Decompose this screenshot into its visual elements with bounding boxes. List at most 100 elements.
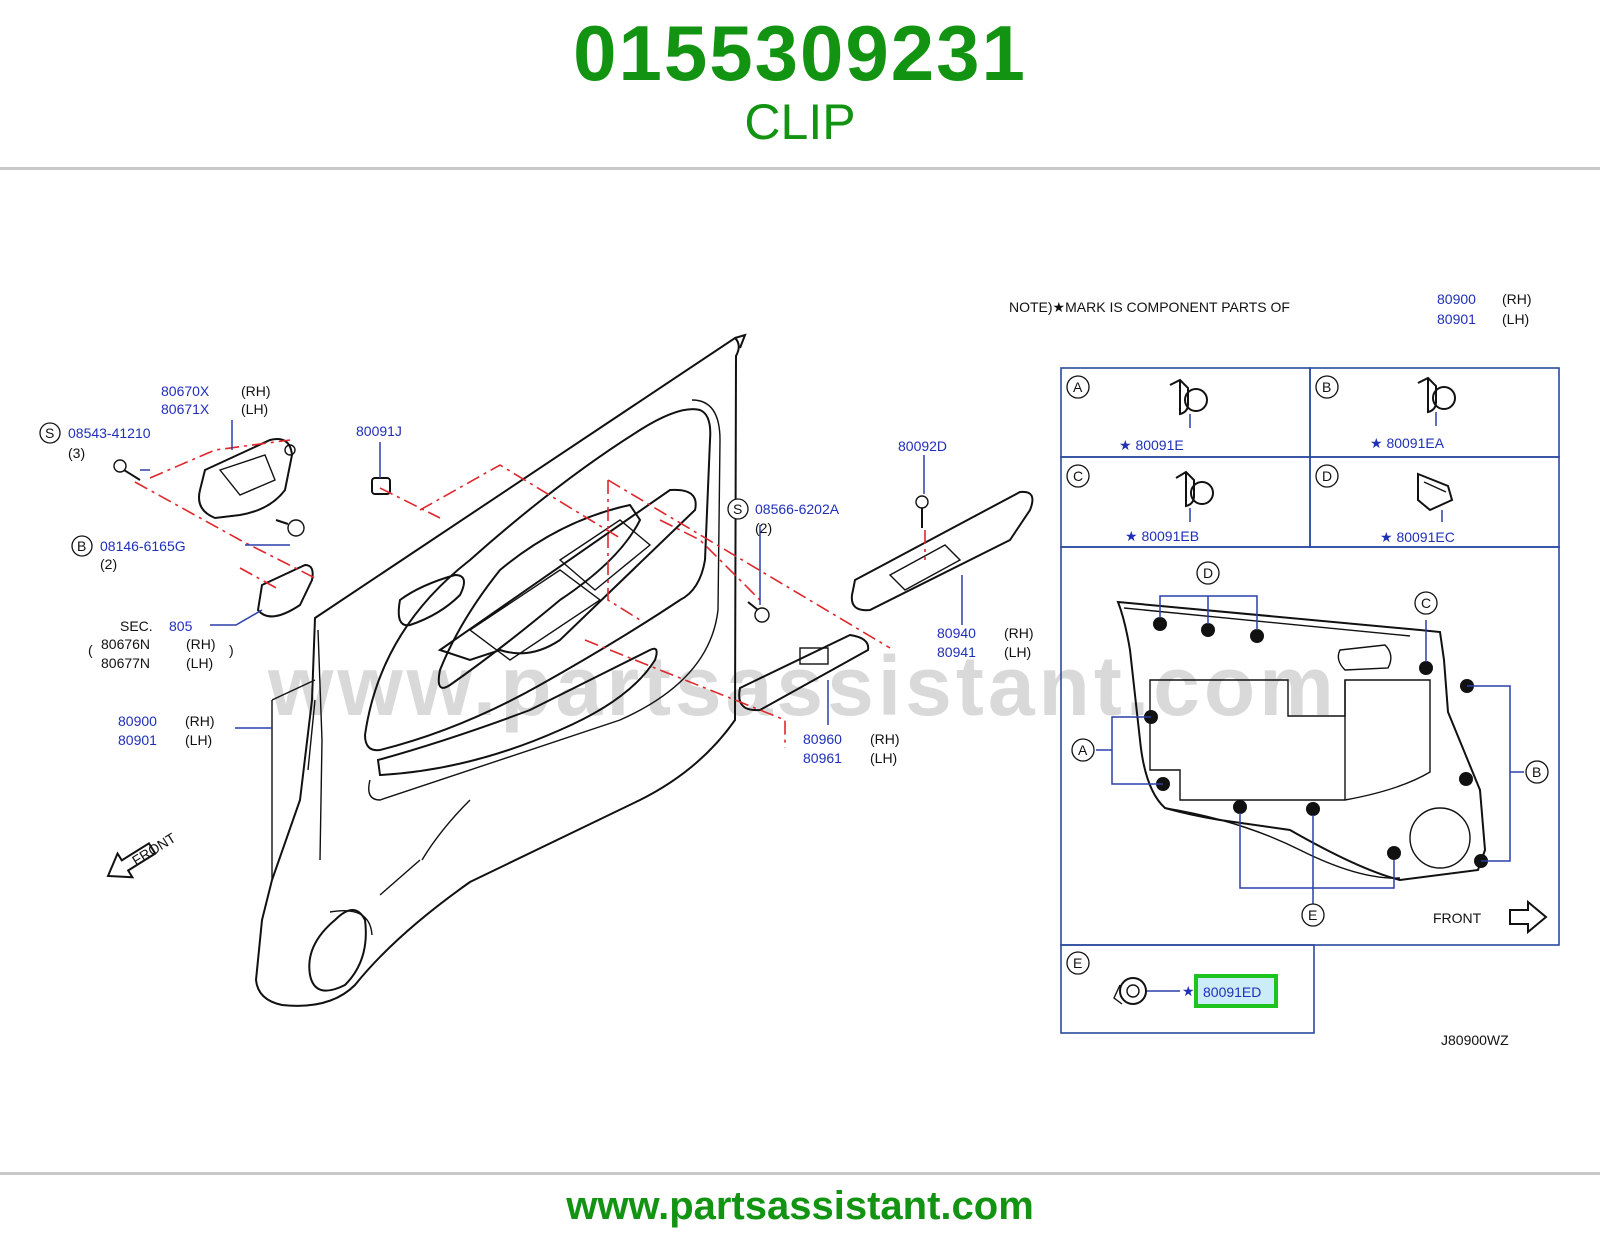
callout-side: (LH) [186, 655, 213, 671]
note-part-80901: 80901 [1437, 311, 1476, 327]
callout-80671x: 80671X [161, 401, 210, 417]
detail-d-part: ★ 80091EC [1380, 529, 1455, 545]
callout-80901: 80901 [118, 732, 157, 748]
note-part-80900: 80900 [1437, 291, 1476, 307]
assembly-lines [134, 439, 926, 748]
detail-b-part: ★ 80091EA [1370, 435, 1445, 451]
note-side: (LH) [1502, 311, 1529, 327]
detail-front-label: FRONT [1433, 910, 1482, 926]
callout-80940: 80940 [937, 625, 976, 641]
bolt-b [275, 519, 305, 537]
detail-e-marker [1066, 951, 1090, 975]
detail-e-star: ★ [1182, 983, 1195, 999]
point-c-marker [1414, 591, 1438, 615]
marker-b-letter: B [77, 538, 86, 554]
callout-qty: (3) [68, 445, 85, 461]
callout-08543-41210: 08543-41210 [68, 425, 151, 441]
callout-80091j: 80091J [356, 423, 402, 439]
detail-b-letter: B [1322, 379, 1331, 395]
point-e-letter: E [1308, 907, 1317, 923]
point-e-marker [1301, 903, 1325, 927]
detail-a-letter: A [1073, 379, 1083, 395]
callout-side: (LH) [1004, 644, 1031, 660]
callout-80677n: 80677N [101, 655, 150, 671]
front-arrow [106, 841, 157, 879]
footer-url[interactable]: www.partsassistant.com [566, 1184, 1034, 1228]
screw-s1 [113, 459, 141, 481]
callout-08146-6165g: 08146-6165G [100, 538, 186, 554]
window-switch-part [738, 633, 870, 712]
point-d-marker [1196, 561, 1220, 585]
callout-side: (LH) [241, 401, 268, 417]
panel-back-view [1116, 600, 1487, 882]
sec-label: SEC. [120, 618, 153, 634]
highlighted-part-80091ed[interactable]: 80091ED [1203, 984, 1261, 1000]
clip-80091ec-icon [1417, 472, 1454, 522]
point-a-letter: A [1078, 742, 1088, 758]
callout-80941: 80941 [937, 644, 976, 660]
part-number-title: 0155309231 [573, 9, 1027, 97]
detail-front-arrow [1509, 899, 1548, 935]
detail-c-part: ★ 80091EB [1125, 528, 1199, 544]
callout-80676n: 80676N [101, 636, 150, 652]
callout-80092d: 80092D [898, 438, 947, 454]
inside-handle-part [198, 438, 296, 520]
callout-80961: 80961 [803, 750, 842, 766]
marker-s1-letter: S [45, 425, 54, 441]
detail-e-letter: E [1073, 955, 1082, 971]
detail-c-letter: C [1073, 468, 1083, 484]
paren-open: ( [88, 642, 93, 658]
detail-grid [1060, 367, 1560, 1034]
point-b-marker [1525, 760, 1549, 784]
callout-side: (RH) [186, 636, 216, 652]
paren-close: ) [229, 642, 234, 658]
leader-lines [140, 420, 963, 729]
marker-s1 [39, 422, 61, 444]
marker-b [71, 535, 93, 557]
door-trim-panel [254, 333, 747, 1007]
point-c-letter: C [1421, 595, 1431, 611]
finisher-part [850, 490, 1034, 612]
callout-80900: 80900 [118, 713, 157, 729]
callout-80960: 80960 [803, 731, 842, 747]
detail-d-letter: D [1322, 468, 1332, 484]
callout-side: (RH) [241, 383, 271, 399]
clip-80091e-icon [1169, 378, 1208, 428]
page-header: 0155309231 CLIP [0, 0, 1600, 168]
header-divider [0, 167, 1600, 170]
point-d-letter: D [1203, 565, 1213, 581]
callout-side: (RH) [1004, 625, 1034, 641]
detail-a-part: ★ 80091E [1119, 437, 1184, 453]
clip-80091ea-icon [1417, 376, 1456, 426]
callout-80670x: 80670X [161, 383, 210, 399]
callout-08566-6202a: 08566-6202A [755, 501, 840, 517]
clip-80091eb-icon [1175, 470, 1214, 522]
marker-s2 [727, 498, 749, 520]
sec-number: 805 [169, 618, 193, 634]
clip-80091j [371, 477, 391, 495]
callout-side: (RH) [870, 731, 900, 747]
point-a-marker [1071, 738, 1095, 762]
callout-qty: (2) [755, 520, 772, 536]
detail-b-marker [1315, 375, 1339, 399]
callout-side: (LH) [870, 750, 897, 766]
detail-a-marker [1066, 375, 1090, 399]
clip-80091ed-icon [1113, 977, 1180, 1005]
note-side: (RH) [1502, 291, 1532, 307]
front-label: FRONT [129, 829, 179, 868]
callout-side: (RH) [185, 713, 215, 729]
part-name-subtitle: CLIP [744, 94, 856, 150]
note-text: NOTE)★MARK IS COMPONENT PARTS OF [1009, 299, 1290, 315]
screw-s2 [747, 601, 770, 623]
switch-bezel [437, 488, 697, 662]
detail-leaders [1096, 595, 1524, 904]
detail-d-marker [1315, 464, 1339, 488]
highlight-box[interactable] [1194, 974, 1278, 1008]
callout-qty: (2) [100, 556, 117, 572]
diagram-code: J80900WZ [1441, 1032, 1509, 1048]
pull-cup-part [256, 563, 314, 618]
callout-side: (LH) [185, 732, 212, 748]
screw-80092d [915, 495, 929, 528]
marker-s2-letter: S [733, 501, 742, 517]
